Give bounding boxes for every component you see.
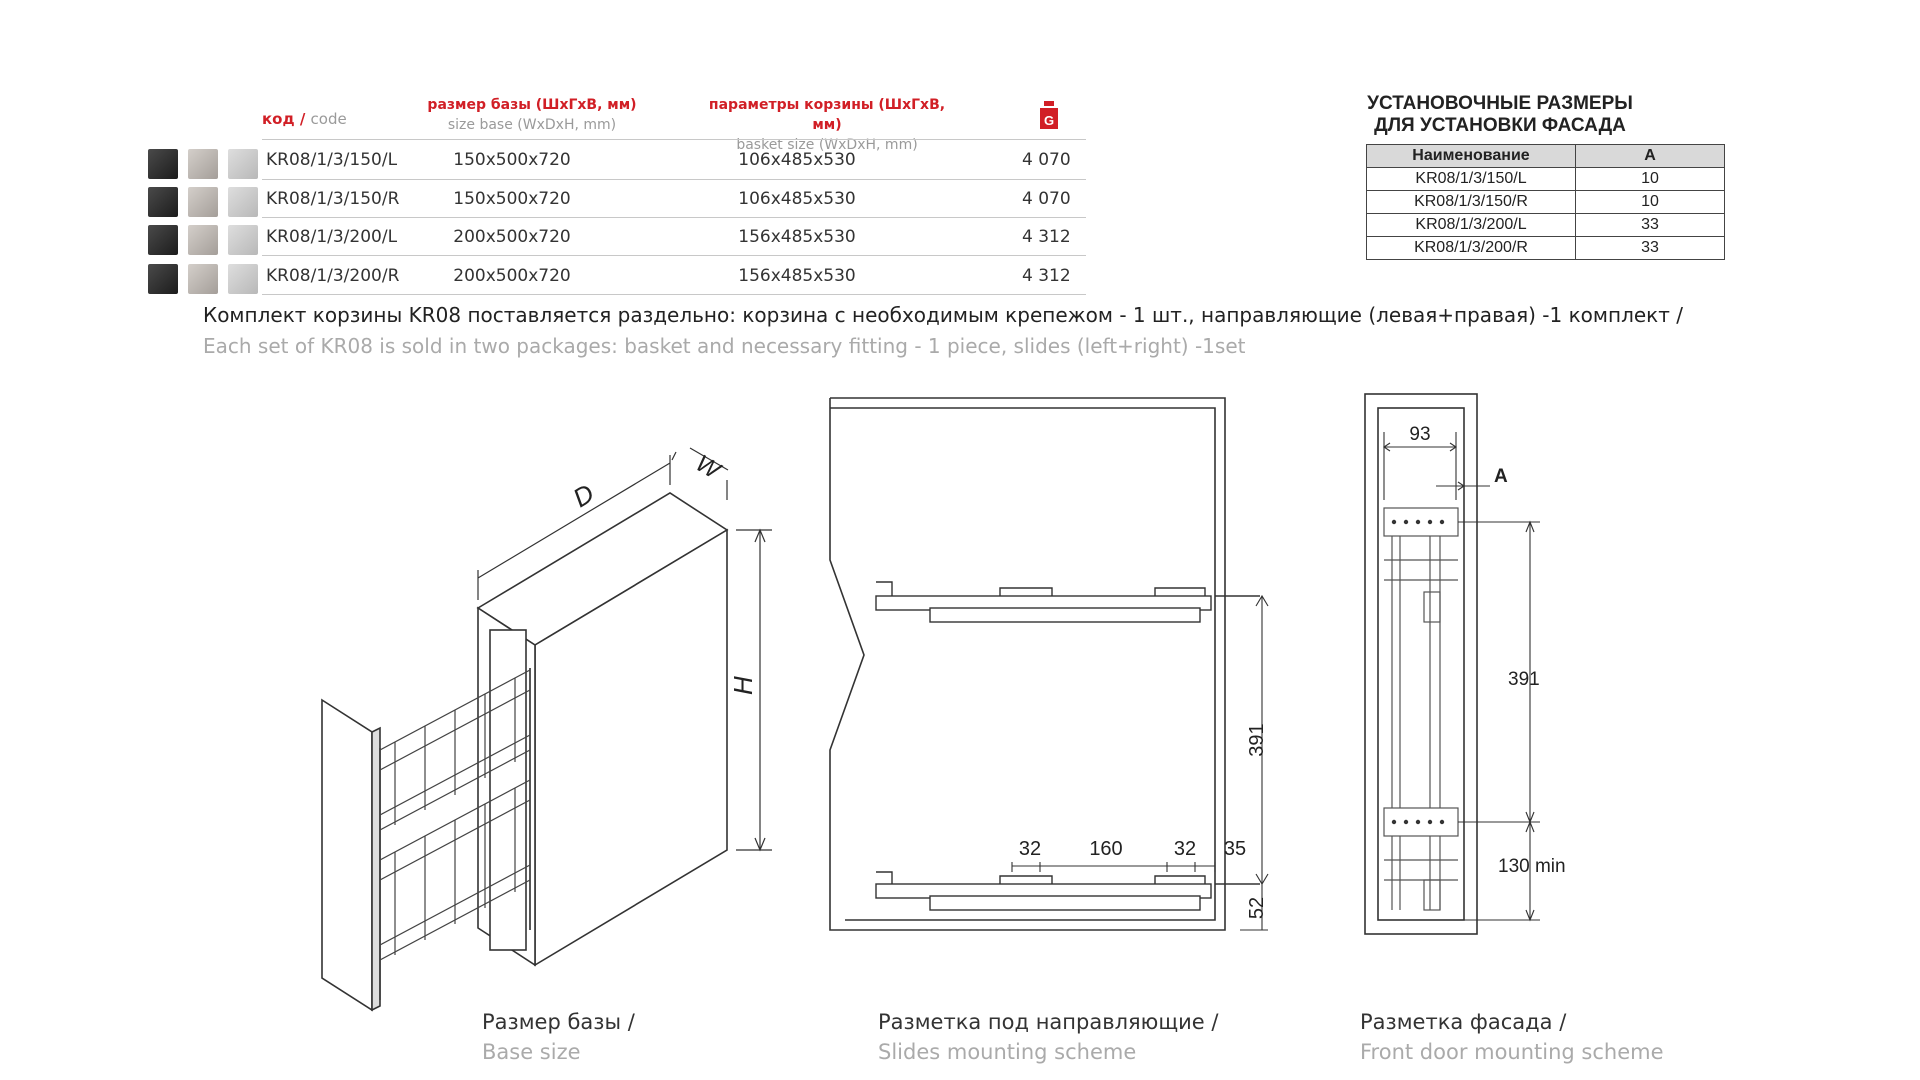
cell-base: 150x500x720 <box>453 150 571 170</box>
cell-base: 150x500x720 <box>453 189 571 209</box>
header-code: код / code <box>262 110 347 128</box>
cell-code: KR08/1/3/200/L <box>266 227 398 247</box>
dim-35: 35 <box>1224 838 1246 860</box>
caption-front-en: Front door mounting scheme <box>1360 1040 1664 1064</box>
cell-price: 4 312 <box>1022 227 1071 247</box>
header-basket-size: параметры корзины (ШхГхВ, мм) basket siz… <box>708 97 946 153</box>
cell-basket: 106x485x530 <box>738 150 856 170</box>
cell-price: 4 070 <box>1022 150 1071 170</box>
dim-label-w: W <box>691 450 726 486</box>
color-swatches <box>148 223 262 257</box>
slides-mounting-diagram: 391 52 32 160 32 35 <box>829 397 1269 931</box>
dim-93: 93 <box>1409 424 1430 445</box>
swatch-silver <box>228 225 258 255</box>
cell-code: KR08/1/3/150/R <box>266 189 400 209</box>
cell-price: 4 312 <box>1022 266 1071 286</box>
swatch-silver <box>228 264 258 294</box>
caption-slides-ru: Разметка под направляющие / <box>878 1010 1219 1034</box>
dim-391-front: 391 <box>1508 669 1540 690</box>
front-door-diagram: 93 A 391 130 min <box>1364 393 1566 935</box>
swatch-silver <box>228 149 258 179</box>
dim-160: 160 <box>1089 838 1122 860</box>
caption-base-ru: Размер базы / <box>482 1010 635 1034</box>
table-row: KR08/1/3/150/L 150x500x720 106x485x530 4… <box>262 141 1086 179</box>
caption-base-en: Base size <box>482 1040 581 1064</box>
cell-base: 200x500x720 <box>453 266 571 286</box>
color-swatches <box>148 147 262 181</box>
swatch-champagne <box>188 149 218 179</box>
delivery-note-en: Each set of KR08 is sold in two packages… <box>203 334 1246 358</box>
table-row: KR08/1/3/200/L 33 <box>1366 213 1725 237</box>
table-row: KR08/1/3/200/R 33 <box>1366 236 1725 260</box>
price-tag-letter: G <box>1044 113 1054 128</box>
swatch-anthracite <box>148 225 178 255</box>
install-table-header: Наименование A <box>1366 144 1725 168</box>
color-swatches <box>148 262 262 296</box>
dim-32-left: 32 <box>1019 838 1041 860</box>
price-tag-icon: G <box>1038 101 1060 135</box>
install-table: Наименование A KR08/1/3/150/L 10 KR08/1/… <box>1366 144 1725 260</box>
dim-32-right: 32 <box>1174 838 1196 860</box>
caption-front-ru: Разметка фасада / <box>1360 1010 1567 1034</box>
base-size-diagram: D W H <box>321 447 772 1012</box>
cell-code: KR08/1/3/200/R <box>266 266 400 286</box>
install-table-title: УСТАНОВОЧНЫЕ РАЗМЕРЫ ДЛЯ УСТАНОВКИ ФАСАД… <box>1367 93 1633 136</box>
cell-basket: 106x485x530 <box>738 189 856 209</box>
swatch-champagne <box>188 225 218 255</box>
swatch-champagne <box>188 264 218 294</box>
header-base-size: размер базы (ШхГхВ, мм) size base (WxDxH… <box>427 97 637 133</box>
cell-basket: 156x485x530 <box>738 227 856 247</box>
dim-52: 52 <box>1246 897 1268 919</box>
table-row: KR08/1/3/200/R 200x500x720 156x485x530 4… <box>262 257 1086 295</box>
swatch-anthracite <box>148 187 178 217</box>
swatch-silver <box>228 187 258 217</box>
cell-price: 4 070 <box>1022 189 1071 209</box>
swatch-anthracite <box>148 264 178 294</box>
swatch-champagne <box>188 187 218 217</box>
cell-basket: 156x485x530 <box>738 266 856 286</box>
table-row: KR08/1/3/150/L 10 <box>1366 167 1725 191</box>
delivery-note-ru: Комплект корзины KR08 поставляется разде… <box>203 303 1683 327</box>
dim-391-slides: 391 <box>1246 723 1268 756</box>
table-row: KR08/1/3/200/L 200x500x720 156x485x530 4… <box>262 218 1086 256</box>
table-row: KR08/1/3/150/R 10 <box>1366 190 1725 214</box>
dim-a: A <box>1494 466 1508 487</box>
table-row: KR08/1/3/150/R 150x500x720 106x485x530 4… <box>262 180 1086 218</box>
dim-130-min: 130 min <box>1498 856 1566 877</box>
dim-label-h: H <box>728 676 758 695</box>
color-swatches <box>148 185 262 219</box>
cell-base: 200x500x720 <box>453 227 571 247</box>
caption-slides-en: Slides mounting scheme <box>878 1040 1137 1064</box>
swatch-anthracite <box>148 149 178 179</box>
cell-code: KR08/1/3/150/L <box>266 150 398 170</box>
